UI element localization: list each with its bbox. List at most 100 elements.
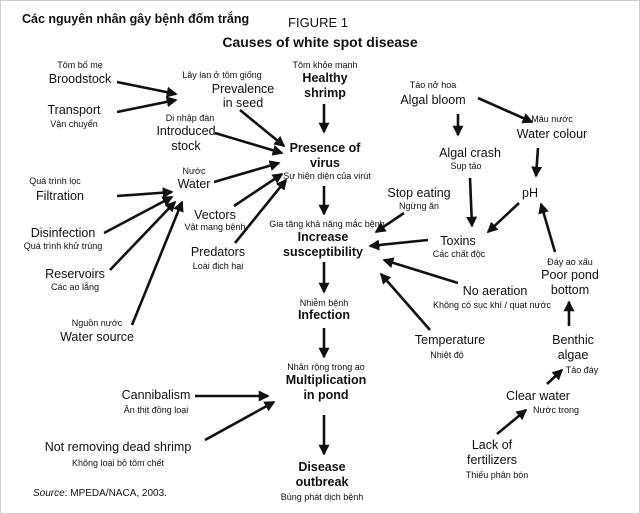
arrow-transport-to-prevalence [116,96,178,114]
introduced-label-1: Introduced [156,124,216,138]
toxins-vi: Các chất độc [432,249,486,259]
algal-bloom-label: Algal bloom [400,93,466,107]
dead-shrimp-vi: Không loại bỏ tôm chết [71,458,165,468]
no-aeration-label: No aeration [462,284,528,298]
vectors-label: Vectors [194,208,236,222]
fertilizers-vi: Thiếu phân bón [465,470,529,480]
water-vi: Nước [182,166,206,176]
poor-bottom-label-2: bottom [550,283,590,297]
arrow-vectors-to-virus [233,172,284,208]
arrow-prevalence-to-virus [239,108,286,148]
outbreak-label-1: Disease [298,460,346,474]
benthic-vi: Tảo đáy [565,365,599,375]
infection-label: Infection [297,308,351,322]
source-prefix: Source [33,488,65,499]
prevalence-label-2: in seed [222,96,264,110]
arrow-ph-to-toxins [486,202,520,234]
vectors-vi: Vật mang bệnh [184,222,246,232]
source-note: Source: MPEDA/NACA, 2003. [33,488,167,500]
arrow-stopeating-to-suscept [374,211,405,234]
prevalence-label-1: Prevalence [211,82,275,96]
multiplication-vi: Nhân rộng trong ao [287,362,365,372]
reservoirs-vi: Các ao lắng [50,282,100,292]
arrow-water-to-virus [213,160,281,184]
algal-crash-label: Algal crash [439,146,501,160]
arrow-poorbottom-to-ph [538,202,557,253]
virus-label-1: Presence of [289,141,361,155]
broodstock-label: Broodstock [48,72,112,86]
arrow-temperature-to-suscept [379,272,431,331]
page-heading: Các nguyên nhân gây bệnh đốm trắng [22,12,250,26]
virus-label-2: virus [310,156,340,170]
virus-vi: Sự hiện diện của virút [283,171,371,181]
disinfection-label: Disinfection [30,226,96,240]
benthic-label-1: Benthic [552,333,594,347]
temperature-label: Temperature [414,333,486,347]
clear-water-label: Clear water [506,389,570,403]
arrow-clearwater-to-benthic [546,368,564,385]
arrow-disinfection-to-water [103,195,174,235]
benthic-label-2: algae [557,348,589,362]
arrow-fertilizers-to-clearwater [496,408,528,436]
arrow-predators-to-virus [233,178,288,244]
stop-eating-vi: Ngừng ăn [398,201,440,211]
healthy-label-1: Healthy [302,71,348,85]
stop-eating-label: Stop eating [387,186,451,200]
introduced-label-2: stock [171,139,201,153]
arrow-algalcrash-to-toxins [466,177,478,228]
multiplication-label-2: in pond [303,388,349,402]
suscept-label-2: susceptibility [283,245,363,259]
broodstock-vi: Tôm bố mẹ [57,60,103,70]
fertilizers-label-2: fertilizers [466,453,518,467]
ph-label: pH [522,186,538,200]
healthy-vi: Tôm khỏe mạnh [292,60,358,70]
predators-label: Predators [190,245,246,259]
transport-vi: Vận chuyển [50,119,98,129]
water-colour-vi: Màu nước [531,114,573,124]
arrow-noaeration-to-suscept [382,257,459,285]
water-source-label: Water source [60,330,134,344]
multiplication-label-1: Multiplication [285,373,367,387]
suscept-label-1: Increase [297,230,349,244]
outbreak-label-2: outbreak [295,475,349,489]
source-text: : MPEDA/NACA, 2003. [64,488,167,499]
dead-shrimp-label: Not removing dead shrimp [44,440,192,454]
water-label: Water [177,177,211,191]
outbreak-vi: Bùng phát dịch bệnh [280,492,364,502]
introduced-vi: Di nhập đàn [165,113,215,123]
figure-title: Causes of white spot disease [222,34,418,50]
disinfection-vi: Quá trình khử trùng [23,241,103,251]
filtration-vi: Quá trình lọc [29,176,81,186]
figure-label: FIGURE 1 [288,15,348,30]
water-source-vi: Nguồn nước [71,318,123,328]
arrow-broodstock-to-prevalence [116,80,178,98]
no-aeration-vi: Không có sục khí / quạt nước [433,300,551,310]
arrow-introduced-to-virus [214,131,284,156]
arrow-watercolour-to-ph [531,147,543,178]
arrow-algalbloom-to-watercolour [477,96,534,124]
poor-bottom-label-1: Poor pond [541,268,599,282]
algal-bloom-vi: Tảo nở hoa [409,80,457,90]
arrow-reservoirs-to-water [109,200,177,271]
prevalence-vi: Lây lan ở tôm giống [182,70,262,80]
suscept-vi: Gia tăng khả năng mắc bệnh [269,219,385,229]
toxins-label: Toxins [440,234,476,248]
clear-water-vi: Nước trong [533,405,579,415]
reservoirs-label: Reservoirs [45,267,105,281]
arrow-filtration-to-water [116,187,174,199]
transport-label: Transport [47,103,101,117]
infection-vi: Nhiễm bệnh [299,298,349,308]
algal-crash-vi: Sụp tảo [450,161,482,171]
cannibalism-label: Cannibalism [121,388,191,402]
fertilizers-label-1: Lack of [471,438,513,452]
water-colour-label: Water colour [516,127,588,141]
predators-vi: Loài địch hại [192,261,244,271]
arrow-deadshrimp-to-multiplication [204,400,276,442]
cannibalism-vi: Ăn thịt đồng loại [123,405,189,415]
temperature-vi: Nhiệt độ [430,350,464,360]
arrow-toxins-to-suscept [368,238,429,251]
poor-bottom-vi: Đáy ao xấu [547,257,593,267]
arrow-watersource-to-water [130,200,184,326]
